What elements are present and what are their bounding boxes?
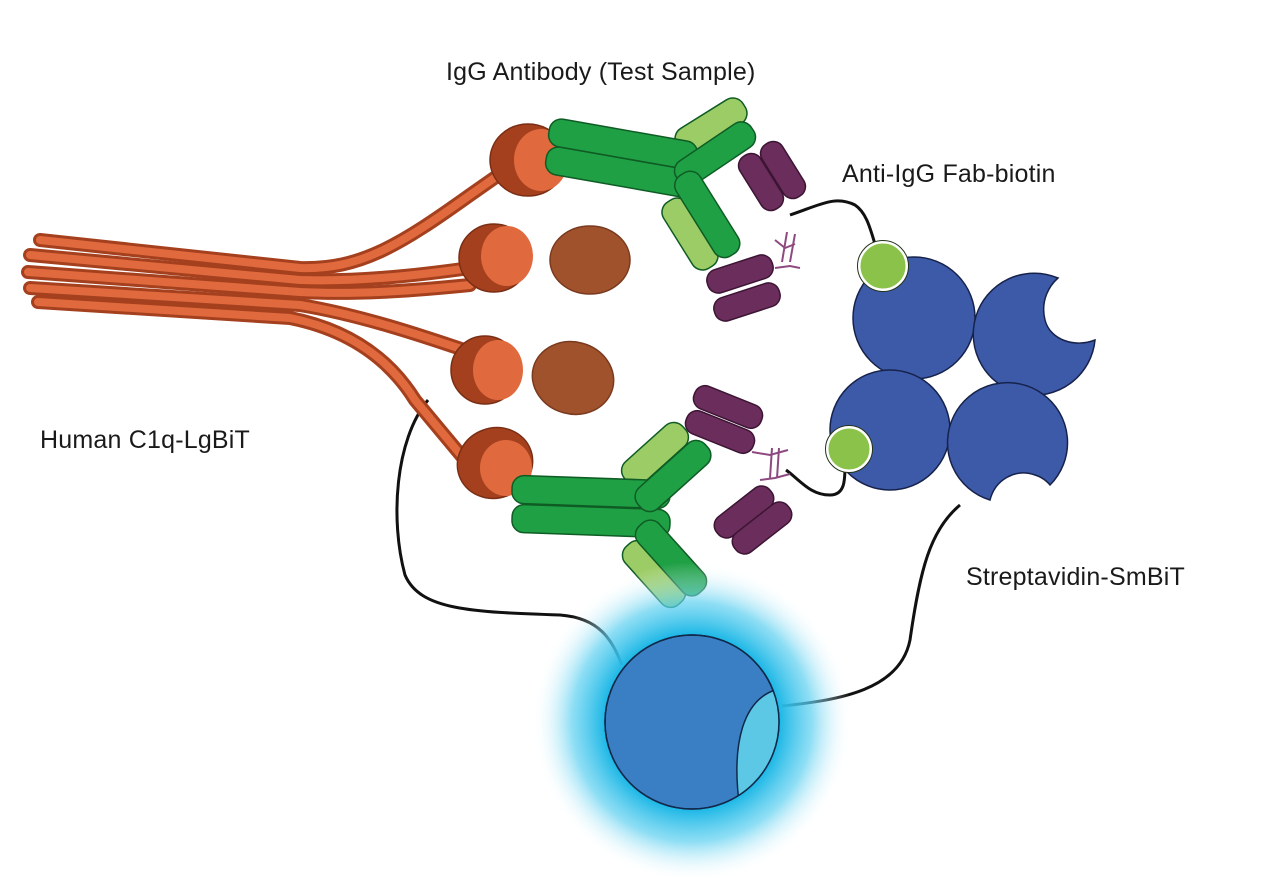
c1q-head-2 bbox=[458, 223, 631, 295]
biotin-linker-glyph bbox=[774, 231, 801, 269]
streptavidin-subunit-2 bbox=[972, 272, 1096, 396]
c1q-head-3 bbox=[450, 335, 615, 416]
biotin-bead-lower bbox=[825, 425, 873, 473]
igg-antibody-lower bbox=[511, 421, 712, 609]
c1q-heads bbox=[450, 123, 631, 500]
anti-igg-fab-biotin-label: Anti-IgG Fab-biotin bbox=[842, 160, 1056, 188]
biotin-linker-lower bbox=[785, 464, 847, 497]
streptavidin-tetramer bbox=[829, 256, 1096, 501]
human-c1q-lgbit-label: Human C1q-LgBiT bbox=[40, 426, 251, 454]
biotin-linker-upper bbox=[789, 199, 882, 259]
igg-antibody-label: IgG Antibody (Test Sample) bbox=[446, 58, 756, 86]
nanobit-luminescent-complex bbox=[532, 562, 852, 882]
smbit-segment bbox=[736, 678, 779, 809]
biotin-bead-upper bbox=[857, 240, 909, 292]
c1q-stalks bbox=[21, 153, 527, 467]
biotin-beads bbox=[825, 240, 909, 473]
igg-antibody-upper bbox=[544, 97, 757, 271]
streptavidin-subunit-4 bbox=[946, 381, 1069, 501]
streptavidin-smbit-label: Streptavidin-SmBiT bbox=[966, 563, 1185, 591]
anti-igg-fab-biotin-upper bbox=[706, 140, 807, 322]
biotin-linker-glyph bbox=[751, 447, 791, 481]
anti-igg-fab-biotin-lower bbox=[684, 384, 793, 555]
